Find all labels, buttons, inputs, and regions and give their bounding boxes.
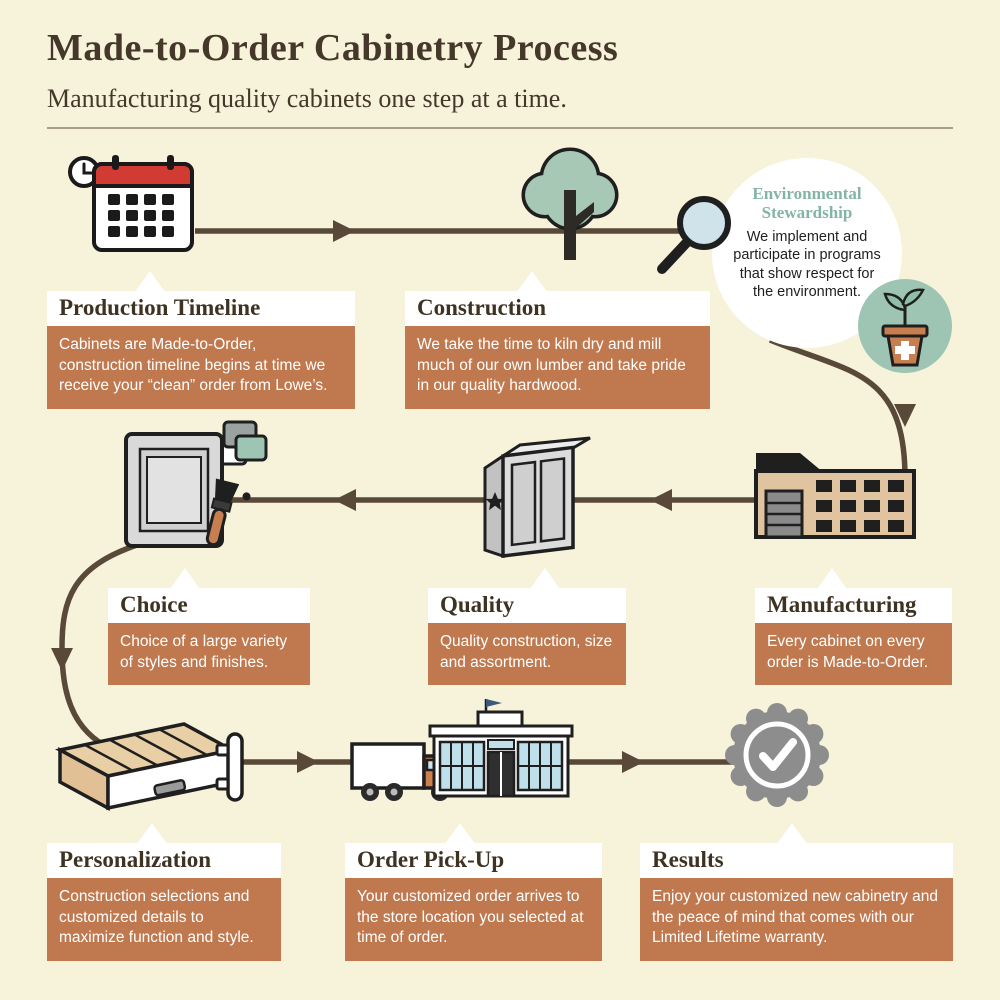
arrow-left-icon <box>650 489 672 511</box>
step-body-choice: Choice of a large variety of styles and … <box>108 623 310 686</box>
page-title: Made-to-Order Cabinetry Process <box>47 27 619 69</box>
step-choice: Choice Choice of a large variety of styl… <box>108 568 310 686</box>
checkmark-badge-icon <box>725 703 829 807</box>
step-body-results: Enjoy your customized new cabinetry and … <box>640 878 953 961</box>
step-title-construction: Construction <box>405 291 710 326</box>
environmental-body: We implement and participate in programs… <box>733 229 881 300</box>
tree-icon <box>521 147 619 260</box>
arrow-left-icon <box>334 489 356 511</box>
pointer-up <box>777 823 807 844</box>
door-swatches-paintbrush-icon <box>124 420 268 548</box>
step-title-manufacturing: Manufacturing <box>755 588 952 623</box>
arrow-right-icon <box>333 220 355 242</box>
calendar-clock-icon <box>68 155 194 252</box>
environmental-title: Environmental Stewardship <box>752 184 862 223</box>
factory-icon <box>754 453 916 539</box>
pointer-up <box>445 823 475 844</box>
step-body-order-pickup: Your customized order arrives to the sto… <box>345 878 602 961</box>
arrow-right-icon <box>297 751 319 773</box>
step-results: Results Enjoy your customized new cabine… <box>640 823 953 961</box>
magnifying-glass-icon <box>657 196 731 274</box>
step-manufacturing: Manufacturing Every cabinet on every ord… <box>755 568 952 686</box>
step-personalization: Personalization Construction selections … <box>47 823 281 961</box>
step-body-manufacturing: Every cabinet on every order is Made-to-… <box>755 623 952 686</box>
pointer-up <box>135 271 165 292</box>
divider <box>47 127 953 129</box>
pointer-up <box>817 568 847 589</box>
page-subtitle: Manufacturing quality cabinets one step … <box>47 84 567 113</box>
pointer-up <box>170 568 200 589</box>
step-body-construction: We take the time to kiln dry and mill mu… <box>405 326 710 409</box>
potted-plant-icon <box>858 279 952 373</box>
arrow-right-icon <box>622 751 644 773</box>
step-title-personalization: Personalization <box>47 843 281 878</box>
pointer-up <box>517 271 547 292</box>
step-construction: Construction We take the time to kiln dr… <box>405 271 710 409</box>
step-body-production-timeline: Cabinets are Made-to-Order, construction… <box>47 326 355 409</box>
step-order-pickup: Order Pick-Up Your customized order arri… <box>345 823 602 961</box>
step-title-production-timeline: Production Timeline <box>47 291 355 326</box>
step-body-personalization: Construction selections and customized d… <box>47 878 281 961</box>
arrow-down-icon <box>894 404 916 427</box>
pointer-up <box>137 823 167 844</box>
pointer-up <box>530 568 560 589</box>
cabinet-handle-icon <box>215 732 244 802</box>
step-title-order-pickup: Order Pick-Up <box>345 843 602 878</box>
step-title-choice: Choice <box>108 588 310 623</box>
arrow-down-icon <box>51 648 73 671</box>
step-production-timeline: Production Timeline Cabinets are Made-to… <box>47 271 355 409</box>
cabinet-star-icon <box>483 436 591 559</box>
step-body-quality: Quality construction, size and assortmen… <box>428 623 626 686</box>
store-icon <box>428 699 574 798</box>
step-title-quality: Quality <box>428 588 626 623</box>
step-quality: Quality Quality construction, size and a… <box>428 568 626 686</box>
step-title-results: Results <box>640 843 953 878</box>
